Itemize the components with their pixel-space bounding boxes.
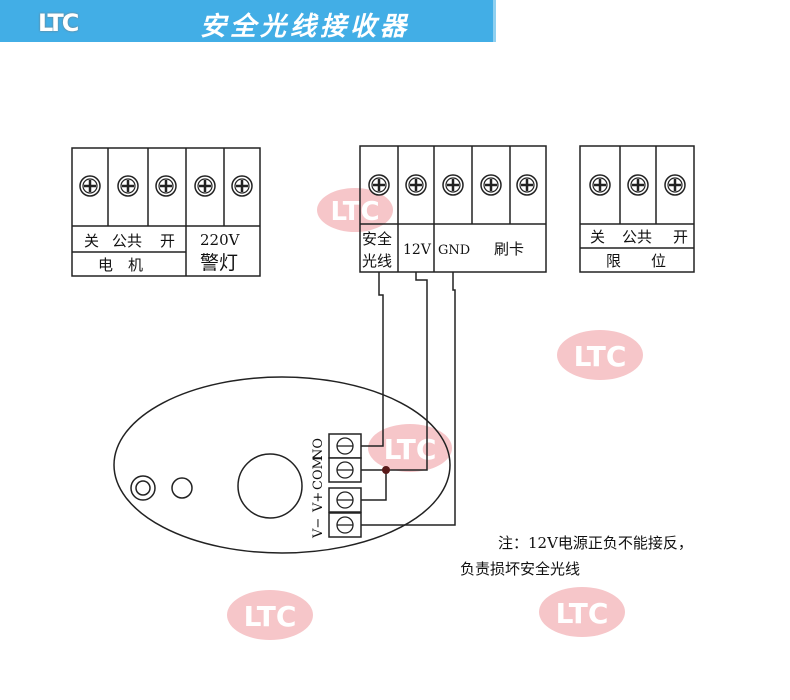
note-line-2: 负责损坏安全光线	[460, 560, 580, 578]
watermark: LTC	[557, 330, 643, 380]
limit-on-label: 开	[673, 228, 688, 246]
watermark: LTC	[368, 424, 452, 472]
com-terminal-label: COM	[311, 456, 326, 490]
receiver-body	[113, 376, 451, 554]
ltc-logo: LTC	[38, 9, 79, 37]
wire-junction	[382, 466, 390, 474]
12v-label: 12V	[403, 242, 432, 258]
svg-text:LTC: LTC	[556, 597, 609, 630]
wires	[361, 272, 456, 526]
vminus-terminal-label: V−	[311, 518, 326, 539]
vplus-terminal-label: V+	[311, 492, 326, 513]
watermark: LTC	[317, 188, 393, 232]
safety-beam-label-bottom: 光线	[362, 252, 392, 270]
safety-beam-label-top: 安全	[362, 230, 392, 248]
limit-label: 限 位	[606, 252, 666, 270]
motor-common-label: 公共	[112, 232, 142, 250]
watermark: LTC	[539, 587, 625, 637]
no-terminal-label: NO	[311, 438, 326, 460]
limit-terminal-block	[579, 145, 695, 273]
note-line-1: 注：12V电源正负不能接反，	[498, 534, 693, 552]
warning-lamp-label: 警灯	[200, 252, 238, 274]
card-swipe-label: 刷卡	[494, 240, 524, 258]
watermark: LTC	[227, 590, 313, 640]
limit-common-label: 公共	[622, 228, 652, 246]
header-bar: LTC 安全光线接收器	[0, 0, 496, 42]
svg-text:LTC: LTC	[384, 433, 437, 466]
lamp-voltage-label: 220V	[200, 231, 241, 249]
motor-label: 电 机	[98, 256, 143, 274]
motor-lamp-terminal-block	[71, 147, 261, 277]
page-title: 安全光线接收器	[200, 12, 411, 42]
svg-text:LTC: LTC	[330, 197, 379, 227]
limit-off-label: 关	[590, 228, 605, 246]
svg-text:LTC: LTC	[574, 340, 627, 373]
svg-text:LTC: LTC	[244, 600, 297, 633]
motor-on-label: 开	[160, 232, 175, 250]
gnd-label: GND	[438, 243, 470, 258]
motor-off-label: 关	[84, 232, 99, 250]
